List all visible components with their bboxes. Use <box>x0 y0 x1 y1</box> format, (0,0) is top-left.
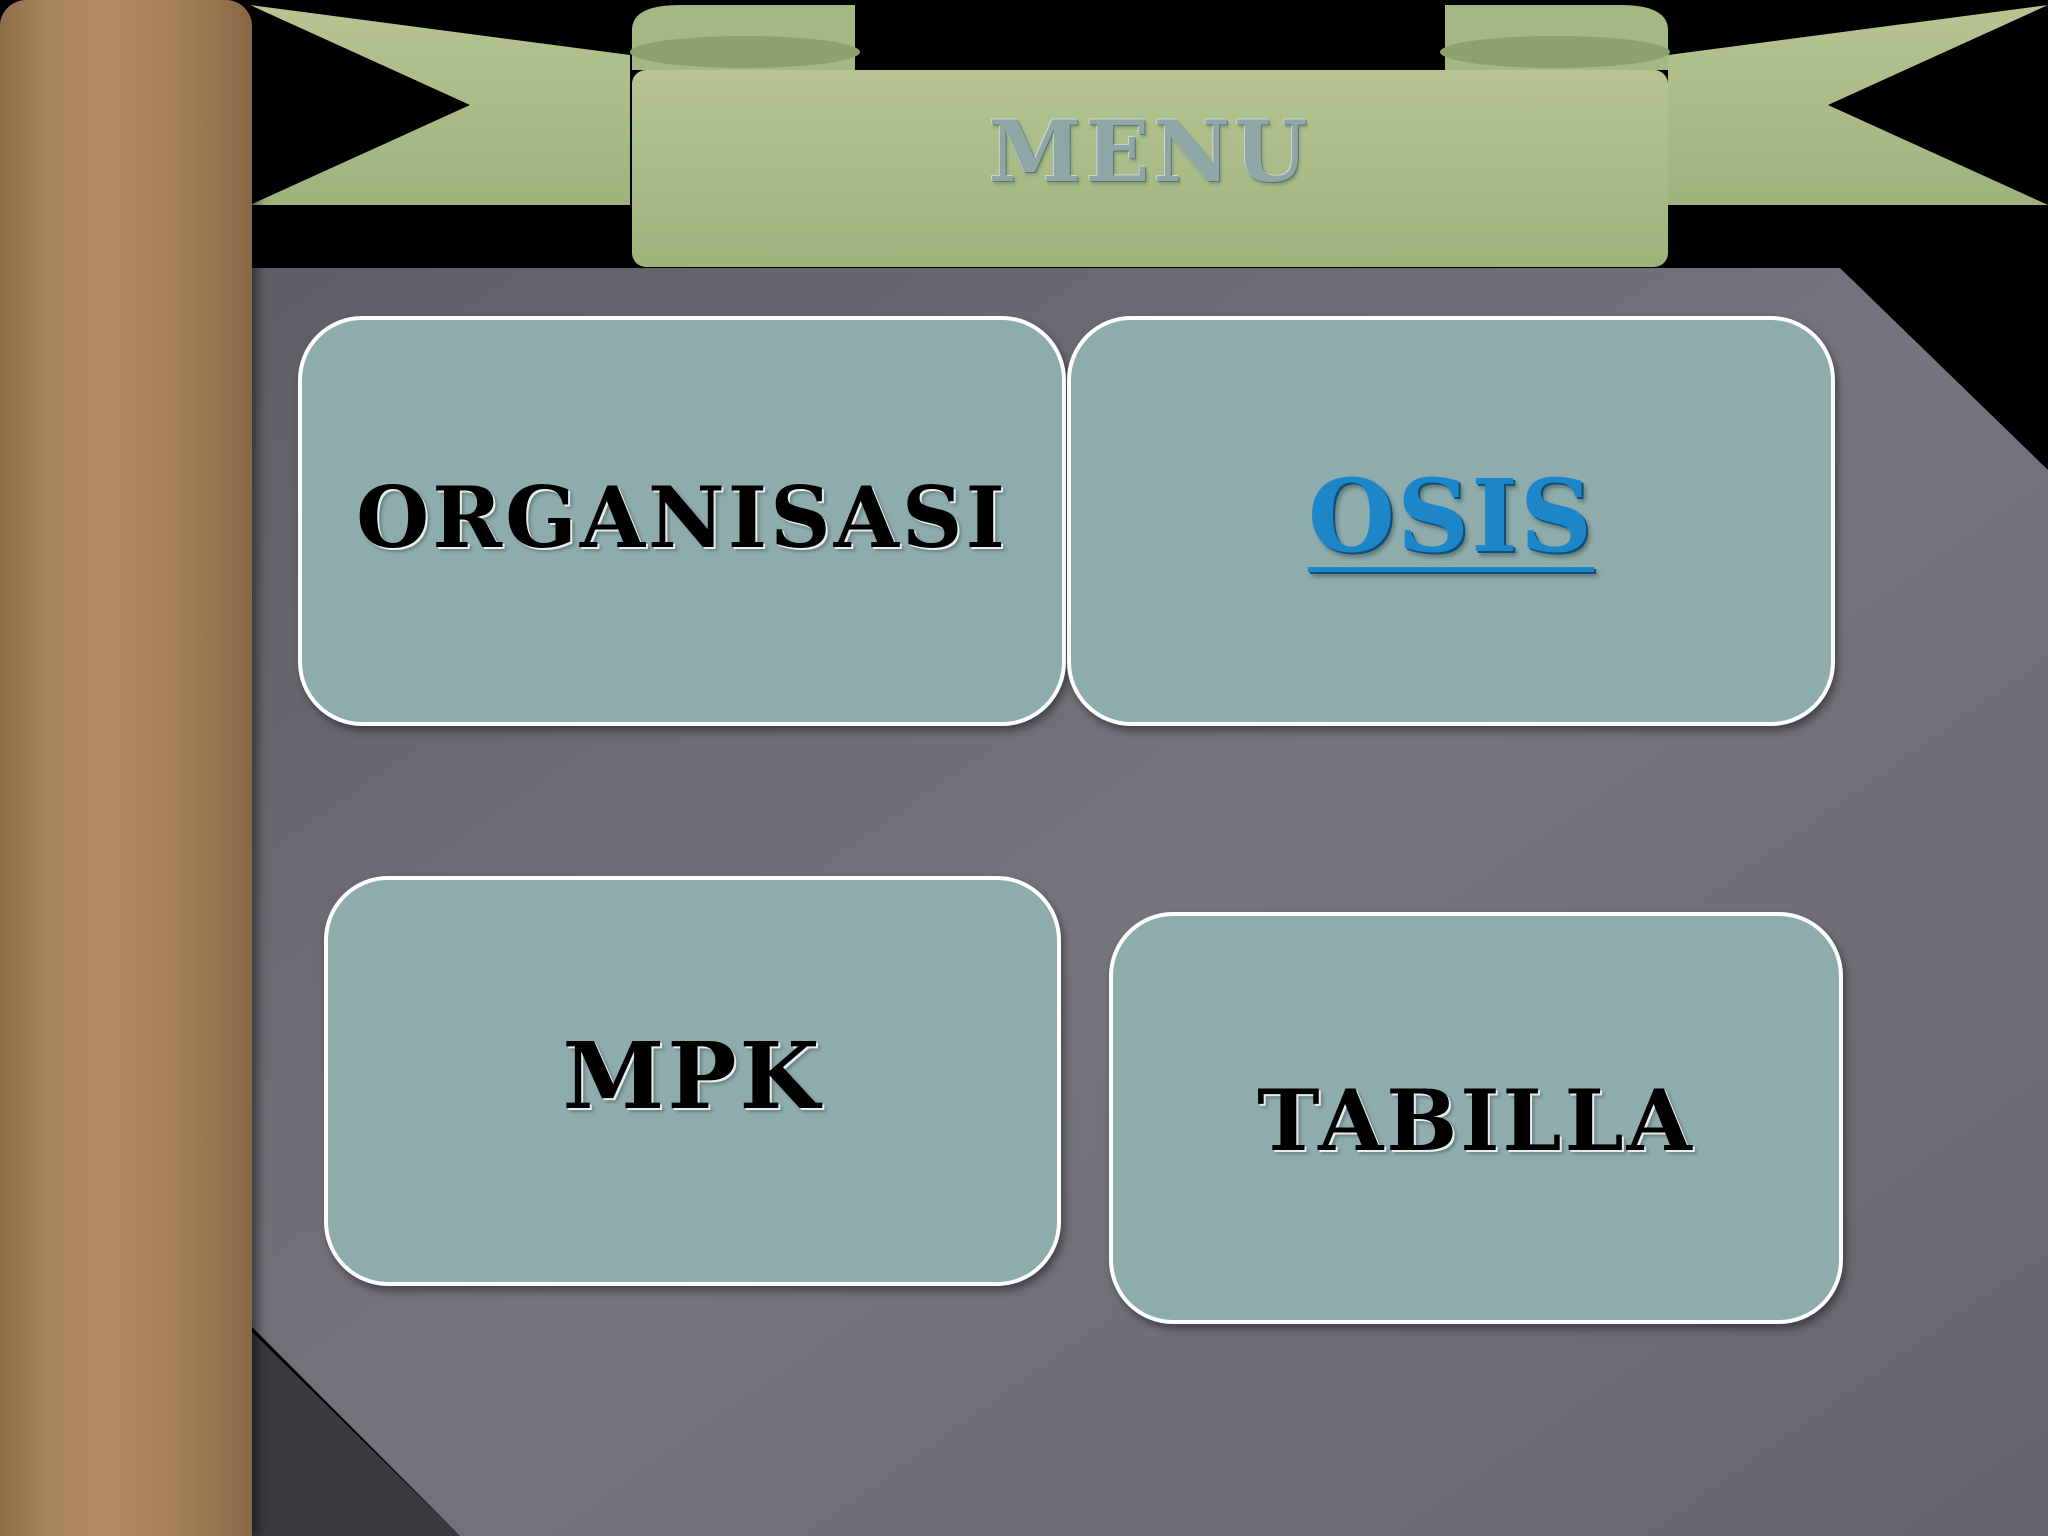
ribbon-banner <box>250 5 2048 267</box>
mpk-button[interactable]: MPK <box>324 876 1061 1286</box>
page-title: MENU <box>988 102 1312 201</box>
tabilla-button[interactable]: TABILLA <box>1109 912 1843 1324</box>
mpk-label: MPK <box>562 1022 823 1130</box>
wooden-post <box>0 0 252 1536</box>
osis-link[interactable]: OSIS <box>1307 457 1595 575</box>
organisasi-label: ORGANISASI <box>356 468 1008 567</box>
organisasi-button[interactable]: ORGANISASI <box>298 316 1066 726</box>
tabilla-label: TABILLA <box>1257 1071 1695 1170</box>
signboard-corner-shadow <box>250 1330 460 1536</box>
osis-button[interactable]: OSIS <box>1067 316 1835 726</box>
